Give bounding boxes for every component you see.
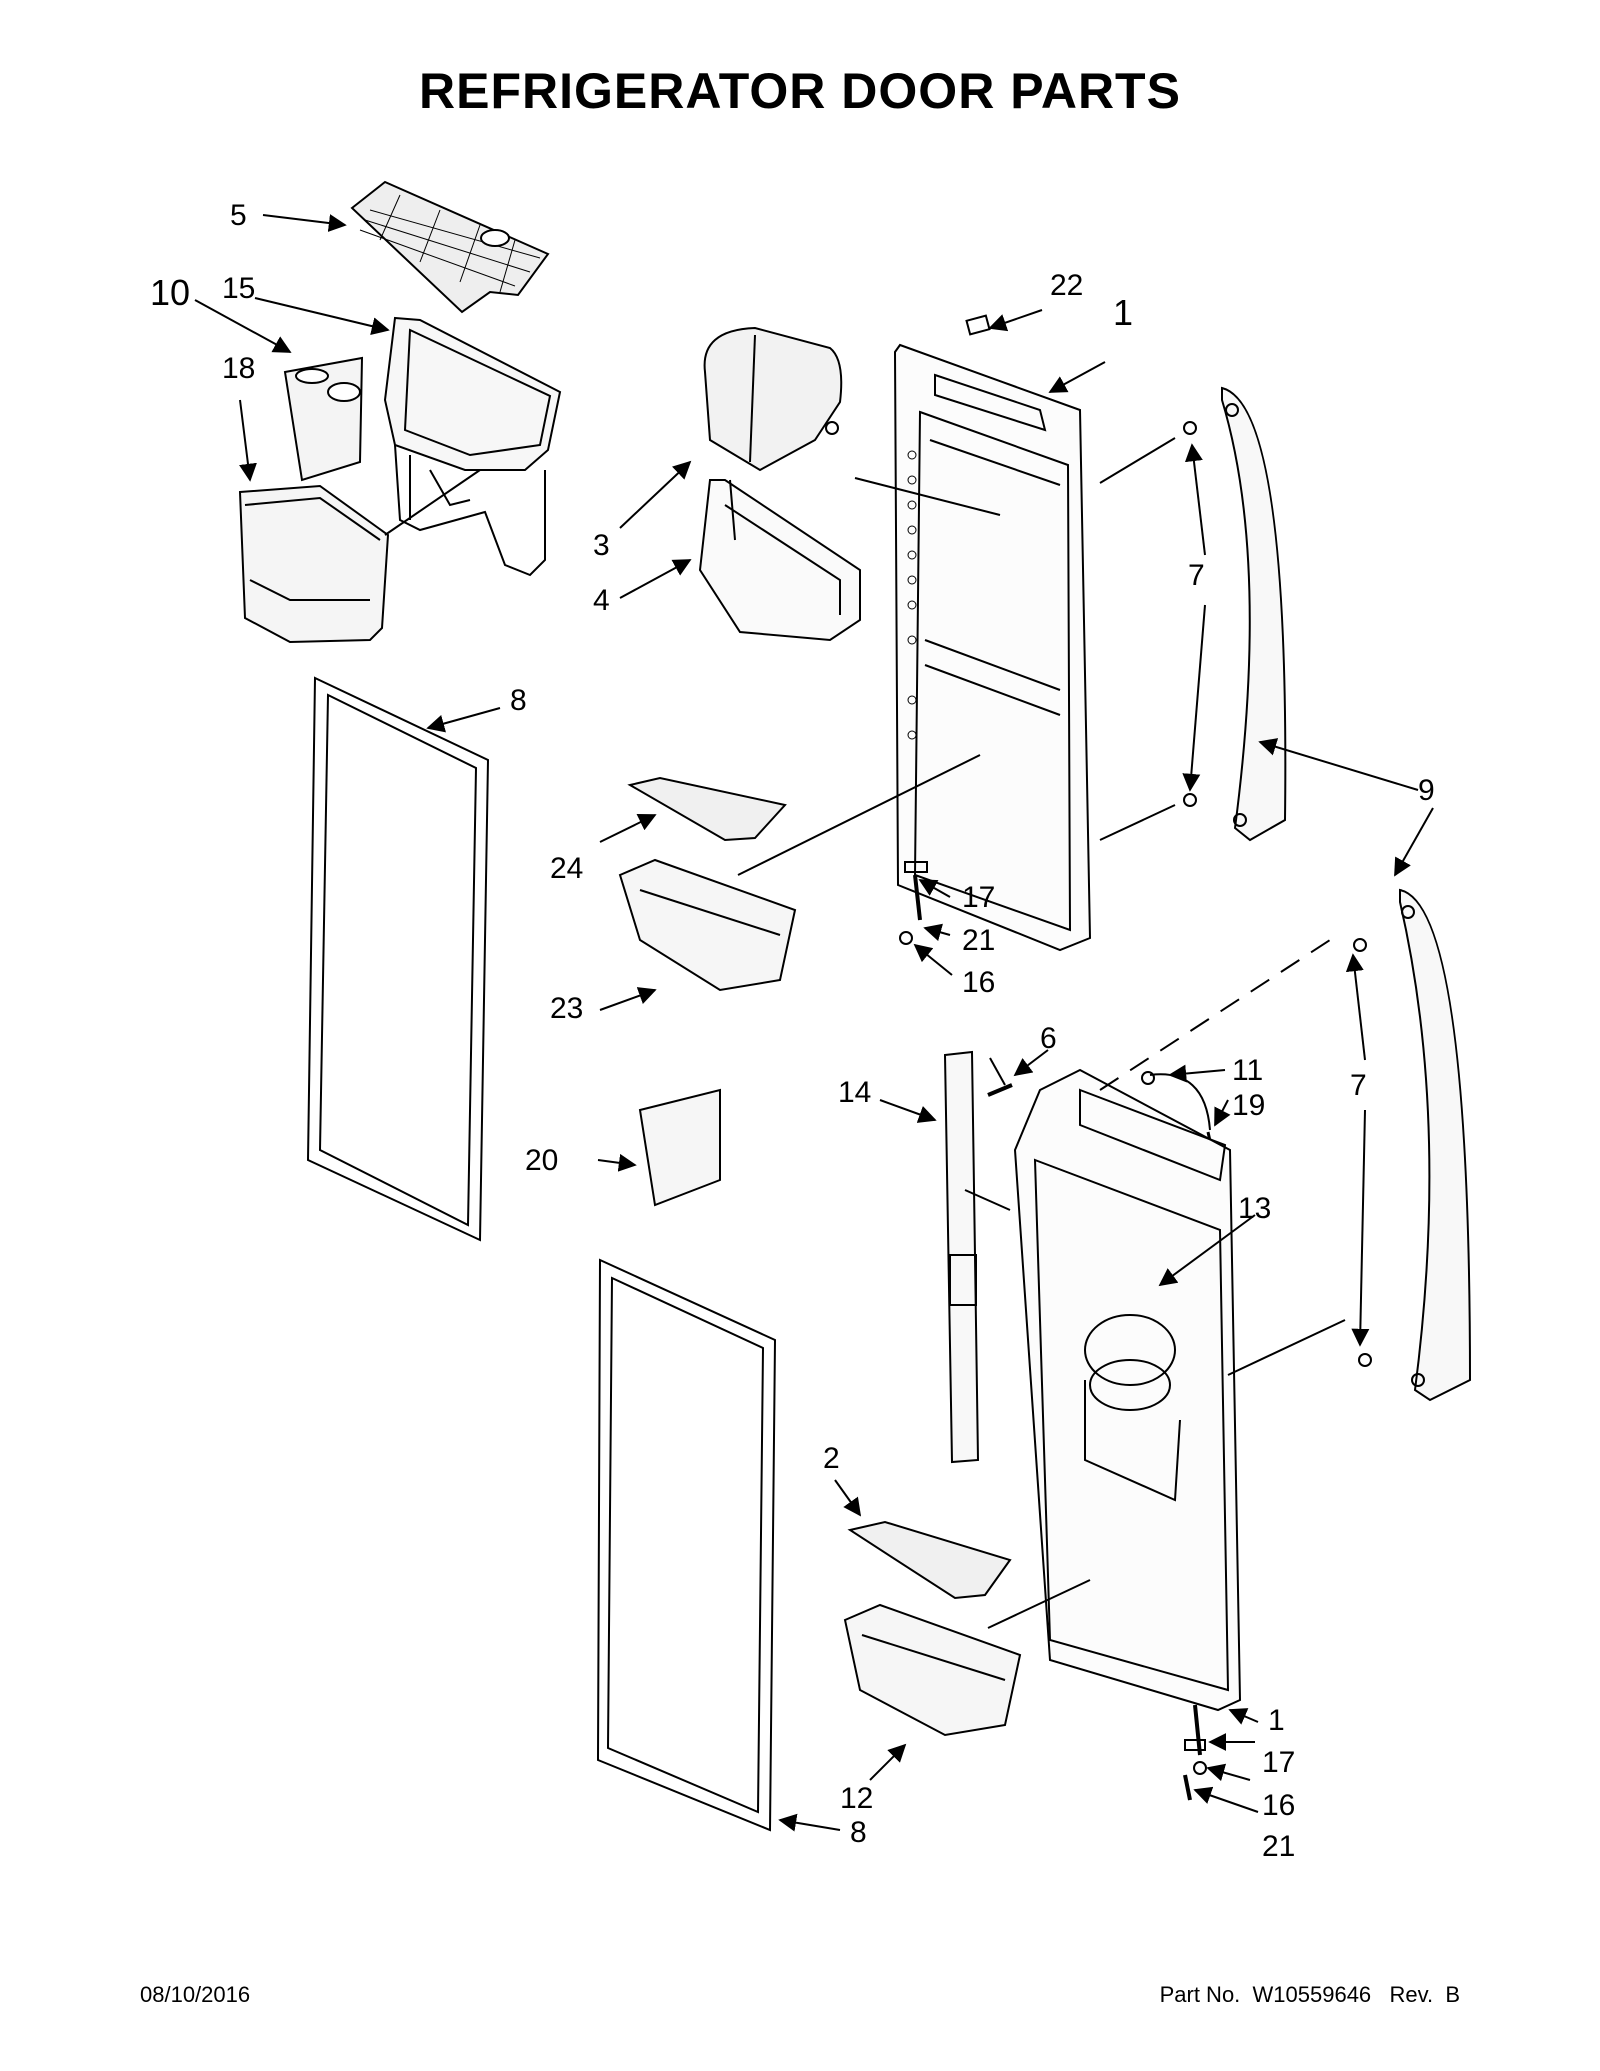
callout-18: 18 <box>222 352 255 385</box>
lower-door-gasket-part <box>596 1258 777 1832</box>
callout-3: 3 <box>593 529 610 562</box>
callout-17: 17 <box>962 881 995 914</box>
upper-hinge-hardware <box>899 861 928 945</box>
callout-21: 21 <box>962 924 995 957</box>
callout-4: 4 <box>593 584 610 617</box>
lower-door-part <box>1013 1068 1242 1712</box>
callout-1b: 1 <box>1268 1704 1285 1737</box>
lower-shelf-part <box>847 1520 1012 1600</box>
callout-17b: 17 <box>1262 1746 1295 1779</box>
upper-door-part <box>893 343 1092 952</box>
callout-7b: 7 <box>1350 1069 1367 1102</box>
lower-handle-part <box>1353 888 1472 1402</box>
callout-23: 23 <box>550 992 583 1025</box>
cover-plate-part <box>638 1088 721 1207</box>
callout-19: 19 <box>1232 1089 1265 1122</box>
callout-22: 22 <box>1050 269 1083 302</box>
label-part <box>965 314 991 336</box>
callout-14: 14 <box>838 1076 871 1109</box>
door-bin-part <box>618 858 797 992</box>
callout-16b: 16 <box>1262 1789 1295 1822</box>
footer-part-number: Part No. W10559646 Rev. B <box>1159 1982 1460 2007</box>
door-bin-cover-part <box>703 326 843 472</box>
ice-bucket-insert-part <box>283 356 364 482</box>
lower-hinge-hardware <box>1183 1704 1207 1801</box>
shelf-part <box>627 776 787 842</box>
ice-bin-part <box>383 316 562 577</box>
callout-15: 15 <box>222 272 255 305</box>
callout-13: 13 <box>1238 1192 1271 1225</box>
callout-12: 12 <box>840 1782 873 1815</box>
screw-part <box>987 1083 1013 1097</box>
callout-6: 6 <box>1040 1022 1057 1055</box>
callout-5: 5 <box>230 199 247 232</box>
callout-1: 1 <box>1113 292 1133 333</box>
ice-container-part <box>238 484 390 644</box>
door-bin-frame-part <box>698 479 861 642</box>
dispenser-trim-part <box>943 1050 1006 1464</box>
callout-7: 7 <box>1188 559 1205 592</box>
callout-21b: 21 <box>1262 1830 1295 1863</box>
callout-2: 2 <box>823 1442 840 1475</box>
callout-16: 16 <box>962 966 995 999</box>
callout-8b: 8 <box>850 1816 867 1849</box>
upper-door-gasket-part <box>306 676 490 1242</box>
callout-24: 24 <box>550 852 583 885</box>
lower-door-bin-part <box>843 1603 1022 1737</box>
footer-date: 08/10/2016 <box>140 1982 251 2007</box>
page-title: REFRIGERATOR DOOR PARTS <box>419 63 1181 119</box>
leader-lines <box>194 214 1434 1832</box>
upper-handle-part <box>1183 386 1287 842</box>
dispenser-grille-part <box>350 180 550 314</box>
callout-9: 9 <box>1418 774 1435 807</box>
callout-20: 20 <box>525 1144 558 1177</box>
callout-11: 11 <box>1232 1054 1263 1087</box>
callout-10: 10 <box>150 272 190 313</box>
callout-8: 8 <box>510 684 527 717</box>
